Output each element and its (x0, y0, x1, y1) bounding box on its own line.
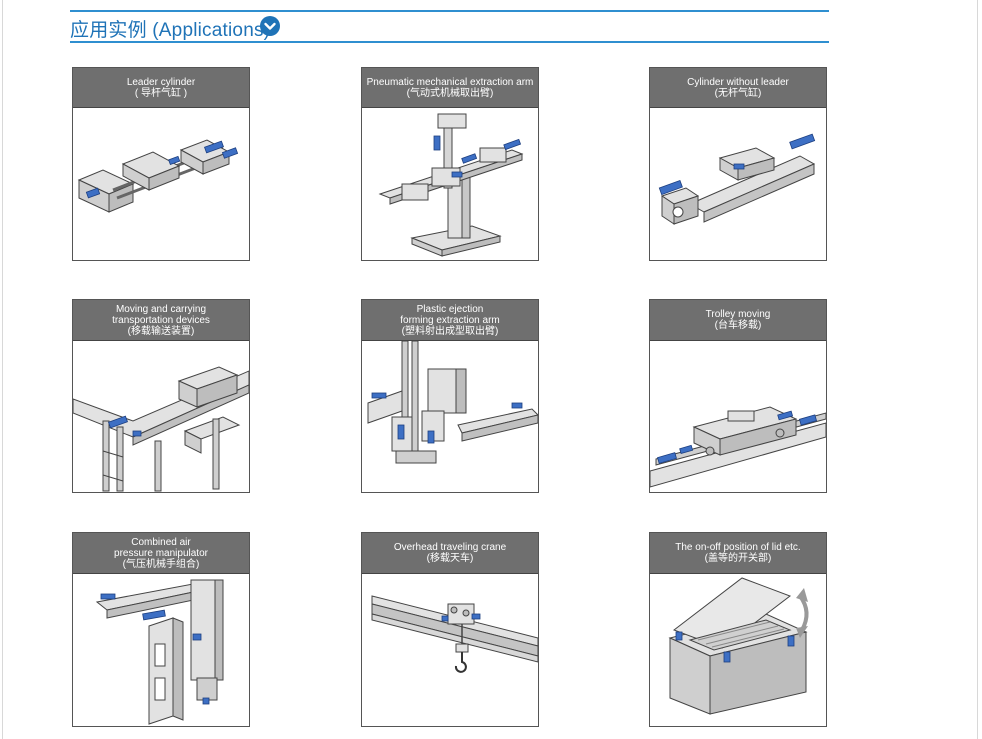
card-header: Plastic ejection forming extraction arm … (362, 300, 538, 341)
rodless-cylinder-illustration (650, 108, 826, 260)
application-card-conveyor: Moving and carrying transportation devic… (72, 299, 250, 493)
card-title-line: (无杆气缸) (714, 87, 762, 99)
conveyor-illustration (73, 341, 249, 492)
application-card-manipulator: Combined air pressure manipulator (气压机械手… (72, 532, 250, 727)
right-border (977, 0, 978, 739)
card-header: Pneumatic mechanical extraction arm (气动式… (362, 68, 538, 108)
card-header: Cylinder without leader (无杆气缸) (650, 68, 826, 108)
application-card-extraction-arm: Pneumatic mechanical extraction arm (气动式… (361, 67, 539, 261)
section-title: 应用实例 (Applications) (70, 20, 271, 41)
card-title-line: pressure manipulator (114, 547, 208, 559)
header-rule-top (70, 10, 829, 12)
card-title-line: The on-off position of lid etc. (675, 542, 801, 553)
extraction-arm-illustration (362, 108, 538, 260)
card-title-line: Trolley moving (705, 309, 771, 320)
card-header: The on-off position of lid etc. (盖等的开关部) (650, 533, 826, 574)
card-header: Trolley moving (台车移载) (650, 300, 826, 341)
leader-cylinder-illustration (73, 108, 249, 260)
lid-opening-illustration (650, 574, 826, 726)
card-header: Overhead traveling crane (移载天车) (362, 533, 538, 574)
card-title-line: (移载天车) (426, 553, 474, 564)
card-title-line: Plastic ejection (416, 303, 484, 315)
card-header: Leader cylinder ( 导杆气缸 ) (73, 68, 249, 108)
application-card-trolley: Trolley moving (台车移载) (649, 299, 827, 493)
section-header: 应用实例 (Applications) (70, 10, 829, 43)
manipulator-illustration (73, 574, 249, 726)
card-title-line: Cylinder without leader (687, 76, 789, 88)
application-card-lid-opening: The on-off position of lid etc. (盖等的开关部) (649, 532, 827, 727)
card-title-line: (盖等的开关部) (704, 553, 772, 564)
card-title-line: (台车移载) (714, 320, 762, 331)
card-title-line: forming extraction arm (400, 314, 500, 326)
card-title-line: Combined air (131, 536, 191, 548)
card-header: Combined air pressure manipulator (气压机械手… (73, 533, 249, 574)
application-card-injection-arm: Plastic ejection forming extraction arm … (361, 299, 539, 493)
card-title-line: Pneumatic mechanical extraction arm (366, 76, 534, 88)
trolley-illustration (650, 341, 826, 492)
card-title-line: Moving and carrying (115, 303, 207, 315)
card-header: Moving and carrying transportation devic… (73, 300, 249, 341)
injection-arm-illustration (362, 341, 538, 492)
card-title-line: (气动式机械取出臂) (406, 87, 494, 99)
left-border (2, 0, 3, 739)
card-title-line: (气压机械手组合) (122, 558, 200, 570)
card-title-line: (塑料射出成型取出臂) (401, 325, 499, 337)
crane-illustration (362, 574, 538, 726)
card-title-line: Leader cylinder (126, 76, 196, 88)
application-card-crane: Overhead traveling crane (移载天车) (361, 532, 539, 727)
card-title-line: Overhead traveling crane (393, 542, 507, 553)
card-title-line: ( 导杆气缸 ) (134, 87, 188, 99)
card-title-line: (移载输送装置) (127, 325, 195, 337)
application-card-rodless-cylinder: Cylinder without leader (无杆气缸) (649, 67, 827, 261)
header-rule-bottom (70, 41, 829, 43)
chevron-down-icon[interactable] (260, 16, 280, 36)
card-title-line: transportation devices (112, 314, 210, 326)
application-card-leader-cylinder: Leader cylinder ( 导杆气缸 ) (72, 67, 250, 261)
